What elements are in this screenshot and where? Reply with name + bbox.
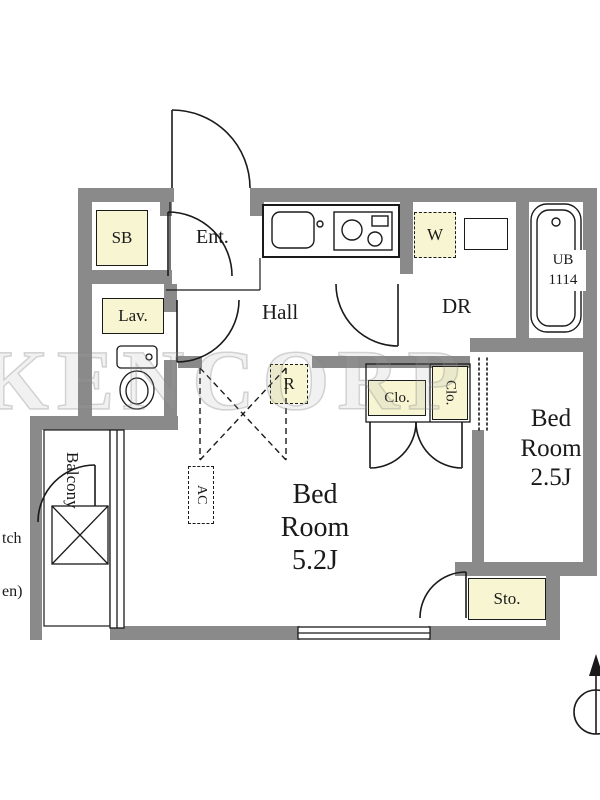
sink-icon: [271, 211, 324, 249]
wall-segment: [400, 202, 413, 274]
fridge-box: R: [270, 364, 308, 404]
lavatory-box: Lav.: [102, 298, 164, 334]
shoe-box: SB: [96, 210, 148, 266]
storage-box: Sto.: [468, 578, 546, 620]
wall-segment: [428, 626, 546, 640]
storage-door-arc: [419, 571, 467, 619]
closet-outline: [365, 363, 471, 423]
wall-segment: [78, 188, 92, 428]
wall-segment: [455, 562, 597, 576]
wall-segment: [472, 430, 484, 562]
wall-segment: [78, 188, 174, 202]
lavatory-label: Lav.: [118, 306, 148, 325]
entrance-label: Ent.: [196, 226, 229, 248]
washer-box: W: [414, 212, 456, 258]
entrance-door-arc: [171, 109, 251, 189]
wall-segment: [164, 284, 177, 312]
wall-segment: [160, 188, 172, 216]
dressing-room-label: DR: [442, 294, 472, 318]
closet-1-box: Clo.: [368, 380, 426, 416]
toilet-icon: [116, 345, 158, 410]
wall-segment: [164, 360, 177, 424]
ac-label: AC: [194, 485, 209, 505]
wall-segment: [110, 626, 300, 640]
wall-segment: [92, 270, 172, 284]
entry-step-lines: [166, 202, 261, 291]
wall-segment: [470, 338, 597, 352]
folding-door-dashed: [199, 367, 287, 461]
shoe-box-label: SB: [111, 228, 133, 247]
washer-label: W: [426, 225, 444, 244]
storage-label: Sto.: [493, 589, 521, 608]
window-bottom: [297, 626, 431, 640]
stove-icon: [333, 211, 393, 251]
wall-segment: [583, 188, 597, 576]
wall-segment: [250, 188, 597, 202]
fridge-label: R: [283, 374, 295, 393]
closet-2-box: Clo.: [432, 366, 468, 420]
wall-segment: [30, 416, 178, 430]
balcony-hatch-box: [51, 505, 109, 565]
balcony-label: Balcony: [63, 452, 82, 509]
wall-segment: [250, 188, 264, 216]
ac-box: AC: [188, 466, 214, 524]
entry-closet-door-arc: [167, 211, 233, 277]
counter-box: [464, 218, 508, 250]
lavatory-door-arc: [176, 299, 240, 363]
dressing-room-door-arc: [335, 283, 399, 347]
kitchen-partial-label: tch en): [2, 530, 23, 601]
closet-double-door-arcs: [369, 421, 463, 469]
closet-1-label: Clo.: [384, 389, 410, 406]
closet-2-label: Clo.: [442, 380, 459, 406]
wall-segment: [546, 562, 560, 640]
bedroom-main-label: Bed Room 5.2J: [280, 479, 350, 577]
bedroom-small-label: Bed Room 2.5J: [520, 405, 582, 491]
unit-bath-label: UB 1114: [540, 250, 586, 291]
sliding-door-dotted: [478, 357, 488, 433]
wall-segment: [30, 416, 42, 640]
window-side: [109, 429, 125, 629]
wall-segment: [516, 202, 529, 342]
hall-label: Hall: [262, 300, 299, 324]
compass-icon: [573, 654, 600, 735]
